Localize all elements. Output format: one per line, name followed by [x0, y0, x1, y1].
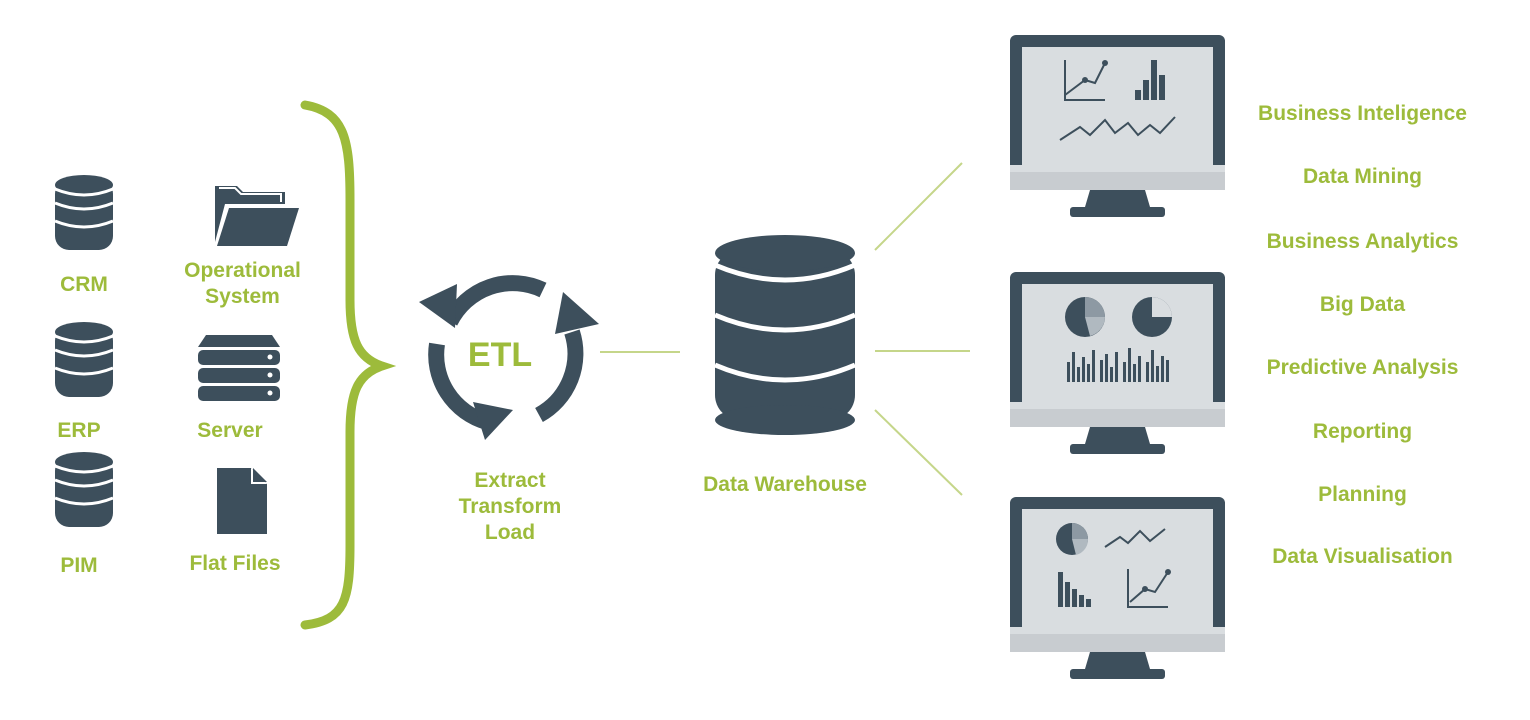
- output-label: Big Data: [1319, 293, 1406, 316]
- etl-badge: ETL: [467, 336, 533, 374]
- etl-extract-label: Extract: [474, 469, 546, 492]
- output-label: Data Visualisation: [1272, 545, 1453, 568]
- operational-label-line2: System: [205, 285, 280, 308]
- output-label: Planning: [1318, 483, 1407, 506]
- operational-label-line1: Operational: [184, 259, 301, 282]
- server-label: Server: [197, 419, 263, 442]
- output-label: Business Analytics: [1266, 230, 1459, 253]
- etl-transform-label: Transform: [458, 495, 562, 518]
- pim-database-icon: [54, 452, 114, 527]
- data-warehouse-icon: [714, 235, 856, 435]
- folder-icon: [215, 186, 299, 246]
- output-label: Predictive Analysis: [1266, 356, 1459, 379]
- warehouse-monitor3-line: [874, 409, 963, 496]
- etl-load-label: Load: [484, 521, 536, 544]
- pim-label: PIM: [60, 554, 98, 577]
- etl-description: Extract Transform Load: [440, 468, 580, 546]
- monitor-visualisation-icon: [1010, 497, 1225, 679]
- flat-files-label: Flat Files: [189, 552, 281, 575]
- crm-database-icon: [54, 175, 114, 250]
- monitor-charts-icon: [1010, 35, 1225, 217]
- erp-label: ERP: [57, 419, 101, 442]
- file-icon: [217, 468, 267, 534]
- output-label: Business Inteligence: [1258, 102, 1467, 125]
- output-label: Data Mining: [1303, 165, 1422, 188]
- erp-database-icon: [54, 322, 114, 397]
- server-icon: [198, 335, 280, 401]
- monitor-pie-charts-icon: [1010, 272, 1225, 454]
- grouping-brace: [300, 100, 397, 630]
- crm-label: CRM: [60, 273, 108, 296]
- warehouse-monitor1-line: [874, 162, 963, 251]
- output-label: Reporting: [1312, 420, 1413, 443]
- operational-system-label: Operational System: [165, 258, 320, 310]
- data-warehouse-label: Data Warehouse: [703, 473, 867, 496]
- etl-cycle-icon: [419, 275, 599, 440]
